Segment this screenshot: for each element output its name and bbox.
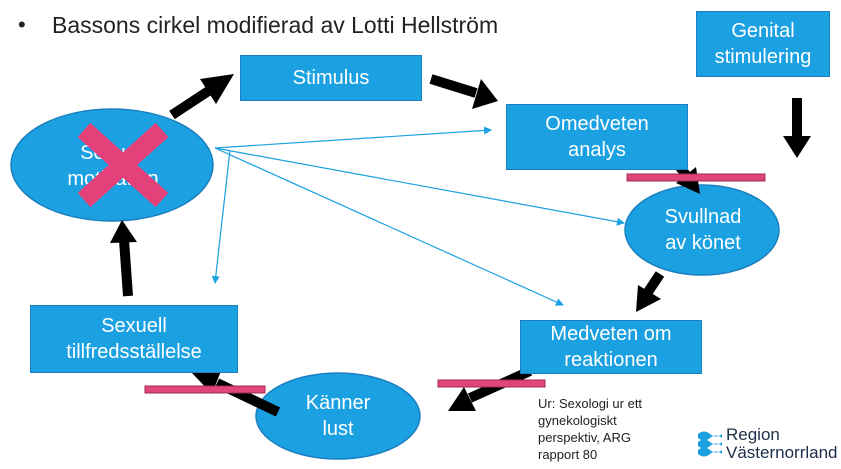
label-tillfredsstallelse-line1: Sexuell [101, 315, 167, 337]
ellipse-kanner-lust [255, 372, 421, 460]
label-kanner-lust: Känner lust [256, 386, 420, 446]
thick-arrow-stimulus-to-omedveten [429, 74, 498, 109]
title-bullet: • Bassons cirkel modifierad av Lotti Hel… [18, 8, 498, 42]
slide-title: Bassons cirkel modifierad av Lotti Hells… [52, 11, 499, 38]
thick-arrow-medveten-to-kanner [448, 366, 533, 411]
logo-line-region: Region [726, 425, 780, 444]
thick-arrow-motivation-to-stimulus [169, 74, 234, 120]
thin-arrow-down [211, 149, 231, 284]
source-line: Ur: Sexologi ur ett [538, 396, 643, 411]
label-sexuell-motivation: Sexuell motivation [18, 136, 208, 196]
logo-text: Region Västernorrland [726, 426, 838, 462]
thin-arrow-to-medveten [214, 147, 564, 306]
source-citation: Ur: Sexologi ur ett gynekologiskt perspe… [538, 395, 663, 463]
thick-arrow-genital-down [783, 98, 811, 158]
box-medveten-om-reaktionen: Medveten om reaktionen [520, 320, 702, 374]
source-line: gynekologiskt [538, 413, 617, 428]
label-kanner-line1: Känner [305, 392, 371, 414]
source-line: rapport 80 [538, 447, 598, 462]
thick-arrow-tillfredsstallelse-to-motivation [110, 220, 137, 297]
label-omedveten-line2: analys [568, 139, 626, 161]
thick-arrow-svullnad-to-medveten [636, 271, 665, 312]
box-stimulus: Stimulus [240, 55, 422, 101]
thin-arrow-to-omedveten [214, 126, 492, 149]
label-medveten-line1: Medveten om [550, 323, 672, 345]
label-motivation-line2: motivation [67, 168, 159, 190]
barrier-medveten [437, 379, 546, 388]
region-wave-icon [698, 431, 722, 457]
thin-arrow-to-svullnad [214, 147, 625, 226]
label-motivation-line1: Sexuell [80, 142, 146, 164]
thin-arrows [211, 126, 625, 306]
label-svullnad: Svullnad av könet [626, 200, 780, 260]
region-logo: Region Västernorrland [696, 424, 841, 464]
label-tillfredsstallelse-line2: tillfredsställelse [66, 341, 202, 363]
ellipse-svullnad [624, 184, 780, 276]
label-genital-line1: Genital [731, 20, 795, 42]
bullet-marker: • [18, 12, 26, 37]
box-omedveten-analys: Omedveten analys [506, 104, 688, 170]
label-stimulus: Stimulus [292, 67, 370, 89]
label-medveten-line2: reaktionen [564, 349, 658, 371]
box-sexuell-tillfredsstallelse: Sexuell tillfredsställelse [30, 305, 238, 373]
label-svullnad-line1: Svullnad [664, 206, 742, 228]
label-kanner-line2: lust [322, 418, 354, 440]
barriers [144, 173, 766, 394]
label-omedveten-line1: Omedveten [545, 113, 649, 135]
box-genital-stimulering: Genital stimulering [696, 11, 830, 77]
label-svullnad-line2: av könet [665, 232, 741, 254]
logo-line-vasternorrland: Västernorrland [726, 443, 838, 462]
source-line: perspektiv, ARG [538, 430, 631, 445]
label-genital-line2: stimulering [714, 46, 812, 68]
barrier-omedveten [626, 173, 766, 182]
barrier-tillfredsstallelse [144, 385, 266, 394]
